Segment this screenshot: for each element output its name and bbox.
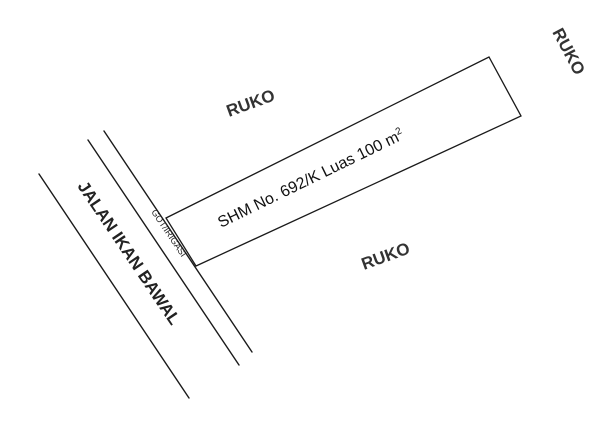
road-edge-outer <box>38 173 190 399</box>
drain-line <box>103 130 253 353</box>
land-parcel <box>165 56 522 267</box>
ruko-label-upper-left: RUKO <box>224 86 278 121</box>
parcel-area-exponent: 2 <box>394 125 404 138</box>
road-edge-inner <box>87 139 240 366</box>
ruko-label-top-right: RUKO <box>548 25 588 78</box>
ruko-label-bottom: RUKO <box>359 239 413 274</box>
